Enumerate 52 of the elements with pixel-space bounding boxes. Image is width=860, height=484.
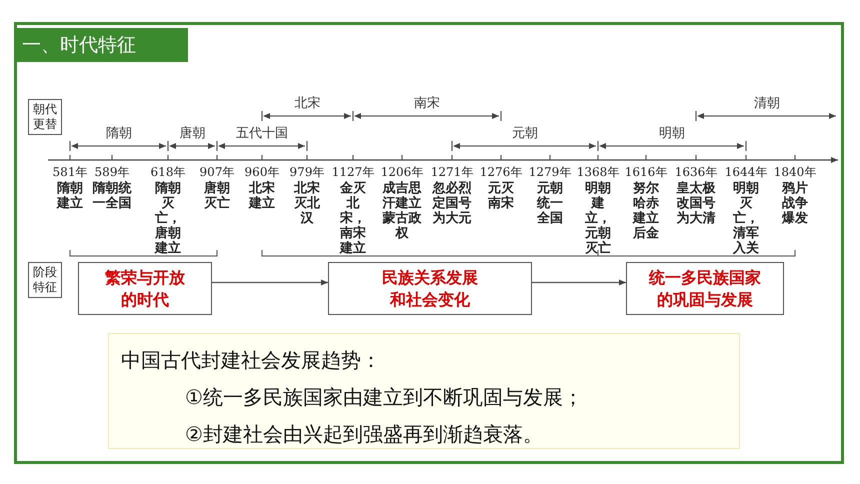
event-text: 隋朝灭亡，唐朝建立: [153, 181, 182, 256]
arrow: [532, 280, 626, 286]
year-label: 979年: [290, 164, 324, 180]
row-header: 阶段特征: [28, 262, 62, 298]
event-text: 明朝建立，元朝灭亡: [584, 181, 612, 256]
year-label: 1279年: [528, 164, 572, 181]
year-label: 589年: [94, 164, 130, 180]
year-label: 1616年: [624, 164, 668, 181]
arrow: [212, 280, 328, 286]
event-text: 北宋灭北汉: [292, 181, 321, 226]
dynasty-name: 唐朝: [178, 124, 208, 142]
row-header: 朝代更替: [28, 99, 62, 135]
event-text: 成吉思汗建立蒙古政权: [381, 181, 422, 241]
event-text: 金灭北宋，南宋建立: [338, 181, 367, 256]
event-text: 元朝统一全国: [536, 181, 564, 226]
event-text: 唐朝灭亡: [203, 181, 231, 211]
summary-point: ②封建社会由兴起到强盛再到渐趋衰落。: [184, 421, 544, 448]
summary-point: ①统一多民族国家由建立到不断巩固与发展；: [184, 384, 584, 411]
event-text: 明朝灭亡，清军入关: [732, 181, 760, 256]
event-text: 鸦片战争爆发: [780, 181, 809, 226]
year-label: 907年: [200, 164, 234, 180]
year-label: 1206年: [380, 164, 424, 181]
dynasty-name: 元朝: [510, 124, 540, 142]
event-text: 元灭南宋: [487, 181, 515, 211]
year-label: 1368年: [576, 164, 620, 181]
event-text: 努尔哈赤建立后金: [631, 181, 660, 241]
year-label: 1840年: [774, 164, 816, 181]
stage-box: 繁荣与开放的时代: [78, 262, 212, 315]
event-text: 忽必烈定国号为大元: [431, 181, 472, 226]
dynasty-name: 南宋: [412, 94, 442, 112]
year-label: 1644年: [724, 164, 768, 181]
event-text: 北宋建立: [247, 181, 276, 211]
dynasty-name: 明朝: [657, 124, 687, 142]
dynasty-name: 北宋: [292, 94, 322, 112]
year-label: 1636年: [674, 164, 718, 181]
event-text: 皇太极改国号为大清: [676, 181, 716, 226]
title-banner: 一、时代特征: [14, 28, 188, 62]
stage-box: 民族关系发展和社会变化: [328, 262, 532, 315]
dynasty-name: 隋朝: [104, 124, 134, 142]
stage-box: 统一多民族国家的巩固与发展: [626, 262, 784, 315]
year-label: 1127年: [332, 164, 374, 181]
dynasty-name: 五代十国: [234, 124, 290, 142]
year-label: 1271年: [430, 164, 474, 180]
year-label: 960年: [244, 164, 280, 180]
year-label: 581年: [52, 164, 88, 181]
year-label: 1276年: [480, 164, 522, 181]
event-text: 隋朝建立: [55, 181, 84, 211]
summary-heading: 中国古代封建社会发展趋势：: [121, 347, 382, 374]
year-label: 618年: [150, 164, 186, 181]
summary-panel: [108, 333, 740, 449]
dynasty-name: 清朝: [752, 94, 782, 112]
event-text: 隋朝统一全国: [92, 181, 132, 211]
